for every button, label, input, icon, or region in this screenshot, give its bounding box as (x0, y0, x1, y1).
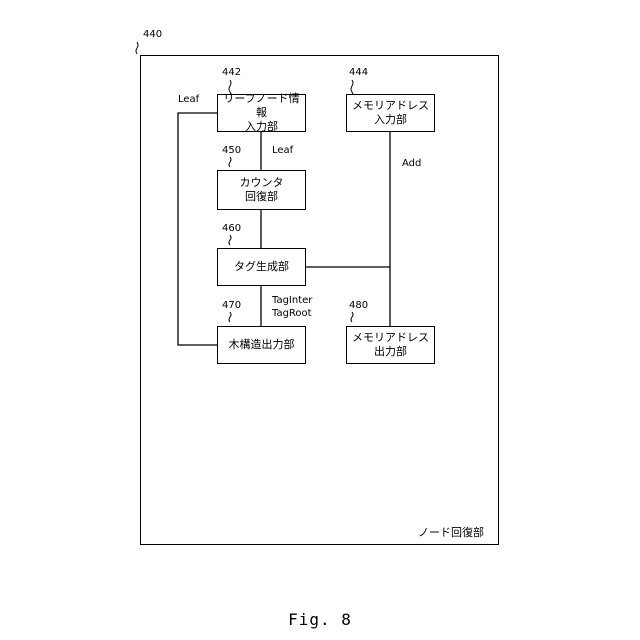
leaf-input-line1: リーフノード情報 (218, 92, 305, 120)
addr-out-line1: メモリアドレス (352, 331, 429, 345)
leaf-input-line2: 入力部 (245, 120, 278, 134)
figure-caption: Fig. 8 (0, 610, 640, 629)
addr-input-ref: 444 (349, 67, 368, 78)
addr-input-line1: メモリアドレス (352, 99, 429, 113)
signal-tag-inter: TagInter (272, 294, 312, 307)
leaf-node-input-block: リーフノード情報 入力部 (217, 94, 306, 132)
signal-leaf-left: Leaf (178, 93, 199, 106)
signal-leaf-mid: Leaf (272, 144, 293, 157)
memory-address-input-block: メモリアドレス 入力部 (346, 94, 435, 132)
tag-generation-block: タグ生成部 (217, 248, 306, 286)
node-recovery-frame (140, 55, 499, 545)
signal-add: Add (402, 157, 421, 170)
addr-out-line2: 出力部 (374, 345, 407, 359)
leaf-input-ref: 442 (222, 67, 241, 78)
tree-out-line1: 木構造出力部 (229, 338, 295, 352)
tree-structure-output-block: 木構造出力部 (217, 326, 306, 364)
memory-address-output-block: メモリアドレス 出力部 (346, 326, 435, 364)
tag-gen-line1: タグ生成部 (234, 260, 289, 274)
counter-recovery-block: カウンタ 回復部 (217, 170, 306, 210)
signal-tag-root: TagRoot (272, 307, 312, 320)
tag-gen-ref: 460 (222, 223, 241, 234)
addr-input-line2: 入力部 (374, 113, 407, 127)
outer-ref-number: 440 (143, 29, 162, 40)
ref-squiggle-440 (136, 42, 138, 54)
addr-out-ref: 480 (349, 300, 368, 311)
counter-line2: 回復部 (245, 190, 278, 204)
outer-frame-label: ノード回復部 (418, 526, 484, 539)
counter-line1: カウンタ (240, 176, 284, 190)
tree-out-ref: 470 (222, 300, 241, 311)
counter-ref: 450 (222, 145, 241, 156)
